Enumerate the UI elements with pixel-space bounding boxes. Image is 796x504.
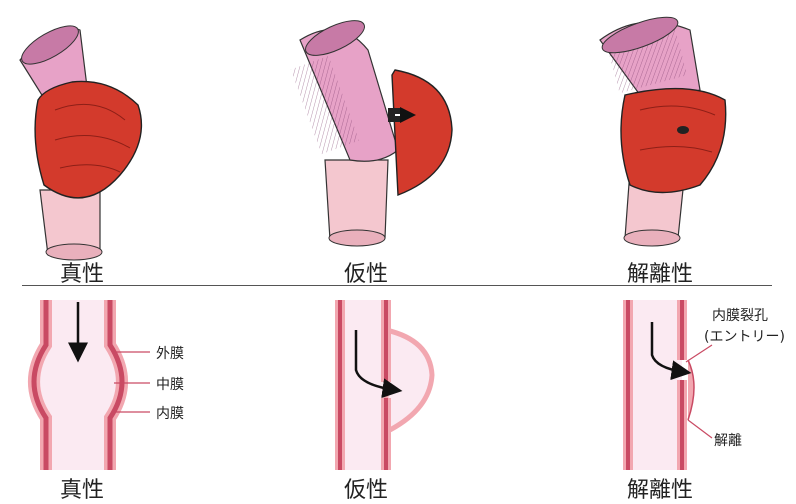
label-intimal-tear: 内膜裂孔 (712, 305, 768, 325)
label-dissection: 解離 (714, 430, 742, 450)
true-aneurysm-schematic (34, 300, 150, 470)
caption-dissecting-top: 解離性 (627, 256, 693, 288)
caption-false-top: 仮性 (344, 256, 388, 288)
label-adventitia: 外膜 (156, 343, 184, 363)
label-entry: (エントリー) (704, 326, 785, 346)
caption-true-bottom: 真性 (60, 472, 104, 504)
caption-dissecting-bottom: 解離性 (627, 472, 693, 504)
caption-true-top: 真性 (60, 256, 104, 288)
label-media: 中膜 (156, 374, 184, 394)
caption-false-bottom: 仮性 (344, 472, 388, 504)
label-intima: 内膜 (156, 403, 184, 423)
false-aneurysm-schematic (340, 300, 432, 470)
dissecting-aneurysm-illustration (598, 10, 725, 246)
dissecting-aneurysm-schematic (628, 300, 712, 470)
true-aneurysm-illustration (16, 19, 141, 260)
false-aneurysm-illustration (291, 14, 452, 246)
